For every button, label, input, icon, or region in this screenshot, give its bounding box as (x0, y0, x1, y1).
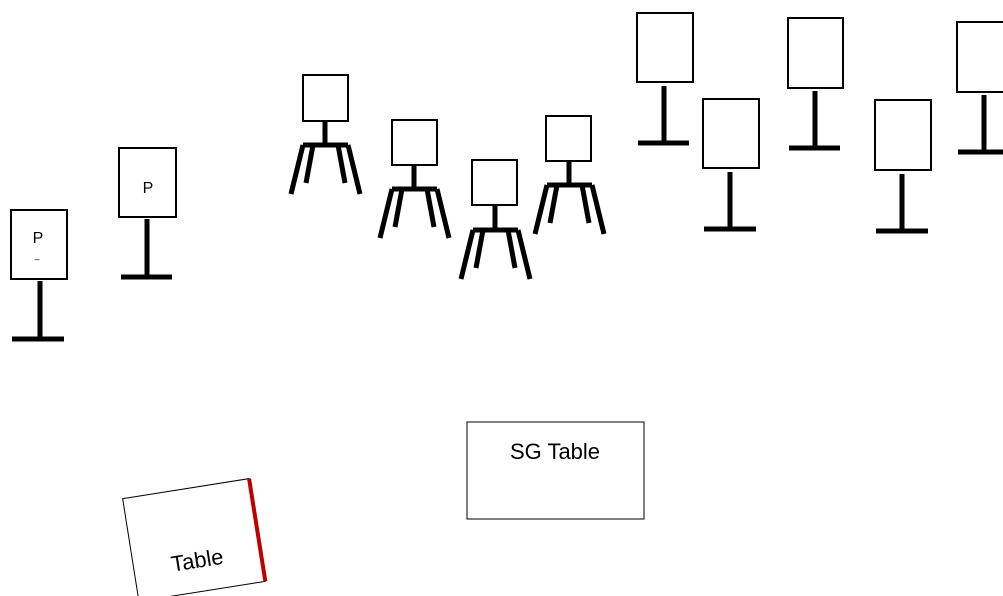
sign-stand-6 (874, 99, 932, 234)
sign-sublabel: – (34, 254, 39, 264)
table-red-edge (247, 478, 268, 582)
sign-label: P (143, 180, 154, 197)
sign-stand-5 (787, 17, 844, 151)
easel-3 (458, 159, 533, 280)
easel-1 (288, 74, 363, 195)
easel-2 (377, 119, 452, 239)
sign-stand-p-1: P – (10, 209, 68, 342)
sign-label: P (33, 230, 44, 247)
sign-stand-3 (636, 12, 694, 146)
sg-table: SG Table (466, 421, 645, 520)
sign-stand-4 (702, 98, 760, 232)
easel-4 (532, 115, 607, 235)
rotated-table: Table (122, 478, 268, 596)
sign-stand-7 (956, 21, 1003, 155)
sg-table-label: SG Table (510, 439, 600, 464)
sign-stand-p-2: P (118, 147, 177, 280)
